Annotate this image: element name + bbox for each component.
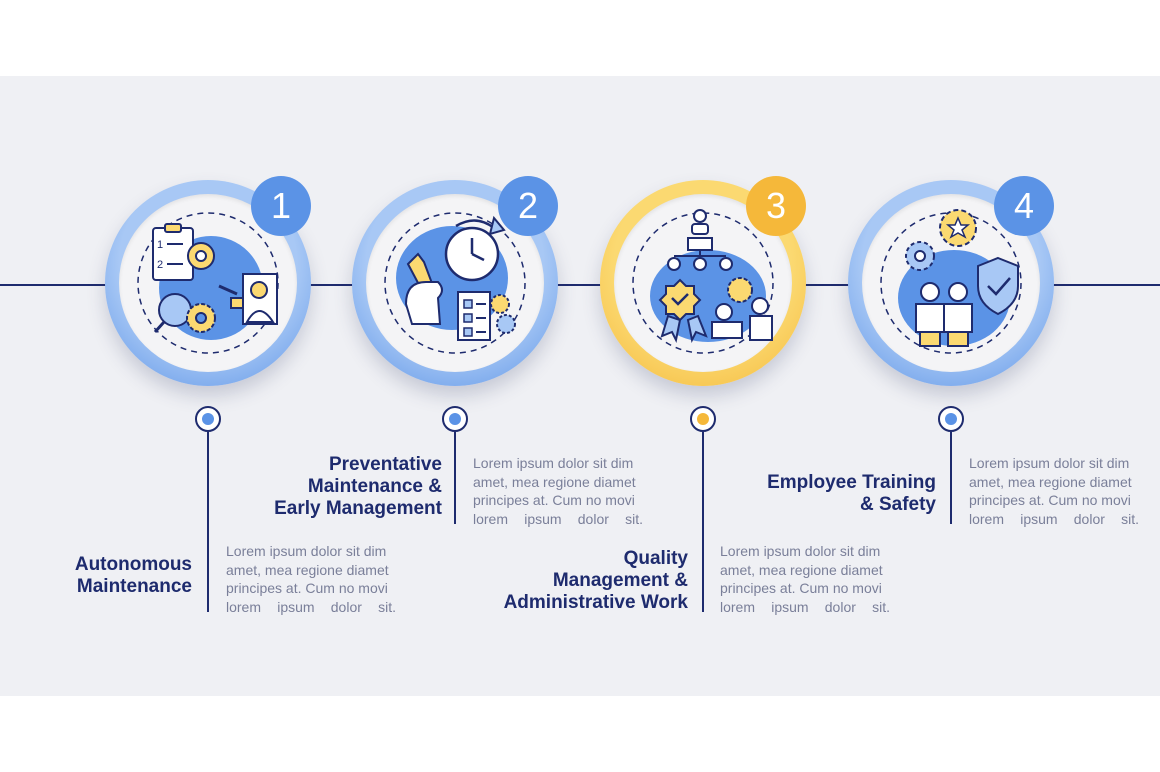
step-2-connector-line (454, 432, 456, 524)
step-3-node-dot (697, 413, 709, 425)
step-3-connector-line (702, 432, 704, 612)
step-4-node-dot (945, 413, 957, 425)
step-4-description: Lorem ipsum dolor sit dim amet, mea regi… (969, 454, 1139, 528)
step-4-number: 4 (1013, 185, 1035, 226)
step-4-title-line: & Safety (859, 494, 936, 515)
step-3-timeline-node (690, 406, 716, 432)
step-4-circle: 4 (848, 176, 1054, 386)
timeline-horizontal-line (0, 284, 1160, 286)
step-2-number-badge: 2 (498, 176, 558, 236)
step-1-node-dot (202, 413, 214, 425)
svg-text:1: 1 (157, 239, 163, 251)
gears-shield-employees-icon (880, 209, 1022, 354)
step-2-description-line: amet, mea regione diamet (473, 473, 636, 490)
step-1-number: 1 (270, 185, 292, 226)
step-4-title: Employee Training & Safety (767, 472, 936, 516)
step-2-description-line: Lorem ipsum dolor sit dim (473, 455, 634, 471)
step-4-timeline-node (938, 406, 964, 432)
step-1-connector-line (207, 432, 209, 612)
step-2-title: Preventative Maintenance & Early Managem… (274, 454, 442, 520)
step-4-title-line: Employee Training (767, 472, 936, 493)
step-2-number: 2 (517, 185, 539, 226)
hierarchy-badge-meeting-icon (632, 209, 774, 354)
step-3-description-line: amet, mea regione diamet (720, 561, 883, 578)
step-1-description: Lorem ipsum dolor sit dim amet, mea regi… (226, 542, 396, 616)
step-2-title-line: Preventative (328, 454, 442, 475)
step-3-description-line: lorem ipsum dolor sit. (720, 598, 890, 615)
step-2-node-dot (449, 413, 461, 425)
step-3-description-line: Lorem ipsum dolor sit dim (720, 543, 881, 559)
step-1-timeline-node (195, 406, 221, 432)
step-2-title-line: Early Management (274, 498, 442, 519)
step-1-title-line: Maintenance (76, 576, 192, 597)
step-1-description-line: lorem ipsum dolor sit. (226, 598, 396, 615)
step-2-description-line: principes at. Cum no movi (473, 492, 635, 508)
step-4-description-line: amet, mea regione diamet (969, 473, 1132, 490)
step-3-title-line: Management & (552, 570, 688, 591)
step-3-description-line: principes at. Cum no movi (720, 580, 882, 596)
step-1-title-line: Autonomous (74, 554, 192, 575)
wrench-clock-checklist-icon (384, 212, 526, 354)
svg-text:2: 2 (157, 259, 163, 271)
step-2-title-line: Maintenance & (307, 476, 442, 497)
checklist-target-gears-worker-icon: 1 2 (137, 212, 279, 354)
step-4-number-badge: 4 (994, 176, 1054, 236)
step-4-description-line: lorem ipsum dolor sit. (969, 510, 1139, 527)
step-3-number: 3 (765, 185, 787, 226)
step-1-number-badge: 1 (251, 176, 311, 236)
infographic-panel (0, 76, 1160, 696)
step-1-circle: 1 2 1 (105, 176, 311, 386)
step-1-title: Autonomous Maintenance (75, 554, 192, 598)
step-4-description-line: principes at. Cum no movi (969, 492, 1131, 508)
step-3-title-line: Quality (623, 548, 688, 569)
step-3-title-line: Administrative Work (503, 592, 688, 613)
step-4-connector-line (950, 432, 952, 524)
step-3-number-badge: 3 (746, 176, 806, 236)
step-3-title: Quality Management & Administrative Work (504, 548, 688, 614)
step-2-description-line: lorem ipsum dolor sit. (473, 510, 643, 527)
step-2-circle: 2 (352, 176, 558, 386)
step-1-description-line: Lorem ipsum dolor sit dim (226, 543, 387, 559)
step-3-circle: 3 (600, 176, 806, 386)
step-2-description: Lorem ipsum dolor sit dim amet, mea regi… (473, 454, 643, 528)
step-1-description-line: principes at. Cum no movi (226, 580, 388, 596)
step-3-description: Lorem ipsum dolor sit dim amet, mea regi… (720, 542, 890, 616)
step-1-description-line: amet, mea regione diamet (226, 561, 389, 578)
step-2-timeline-node (442, 406, 468, 432)
step-4-description-line: Lorem ipsum dolor sit dim (969, 455, 1130, 471)
